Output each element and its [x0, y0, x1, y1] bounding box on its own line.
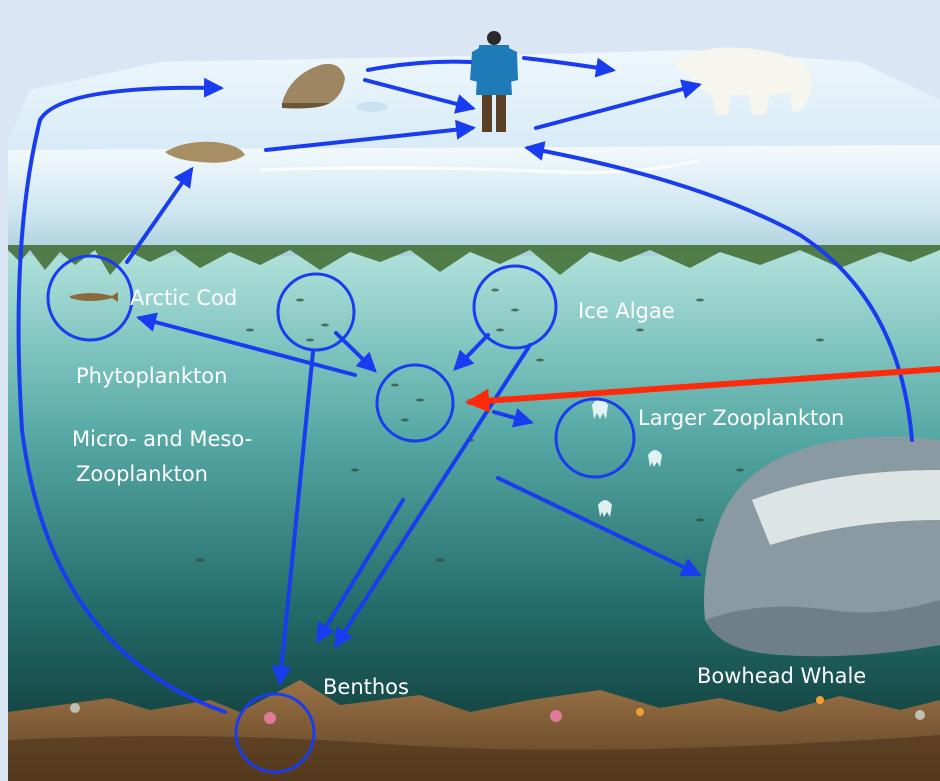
label-micro-meso-line2: Zooplankton [76, 462, 208, 486]
sea-ice-side [8, 145, 940, 257]
label-ice-algae: Ice Algae [578, 299, 675, 323]
label-larger-zooplankton: Larger Zooplankton [638, 406, 844, 430]
label-benthos: Benthos [323, 675, 409, 699]
label-micro-meso-line1: Micro- and Meso- [72, 427, 252, 451]
label-phytoplankton: Phytoplankton [76, 364, 227, 388]
label-bowhead-whale: Bowhead Whale [697, 664, 866, 688]
label-arctic-cod: Arctic Cod [130, 286, 237, 310]
